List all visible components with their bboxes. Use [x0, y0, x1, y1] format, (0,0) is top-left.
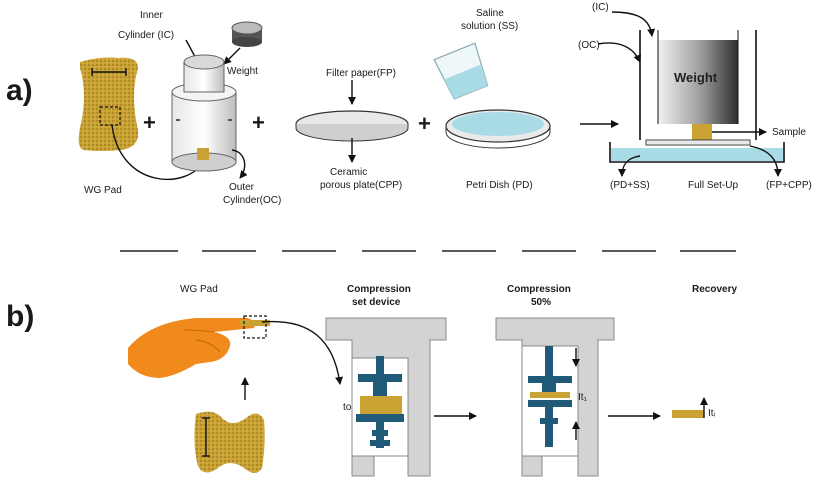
compression-set-label-2: set device	[352, 297, 401, 308]
pd-ss-arrow	[618, 155, 641, 177]
full-setup	[609, 30, 785, 163]
ic-arrow	[611, 11, 656, 37]
compression-set-label-1: Compression	[347, 284, 411, 295]
cylinder-assembly	[171, 54, 237, 172]
saline-label-2: solution (SS)	[461, 21, 518, 32]
wg-pad-label-b: WG Pad	[180, 284, 218, 295]
panel-a-letter: a)	[6, 74, 33, 107]
plus-sign: +	[143, 110, 156, 135]
compression-50-device	[495, 317, 615, 477]
recovered-sample	[672, 410, 704, 418]
weight-label: Weight	[227, 66, 258, 77]
inner-cylinder-label-1: Inner	[140, 10, 163, 21]
t2-label: Itᵢ	[708, 408, 716, 419]
recovery-label: Recovery	[692, 284, 737, 295]
weight-puck-icon	[231, 21, 263, 47]
plus-sign: +	[252, 110, 265, 135]
pad-to-device-arrow	[261, 320, 344, 385]
wg-pad-small-image	[194, 411, 265, 473]
saline-label-1: Saline	[476, 8, 504, 19]
wg-pad-image	[78, 57, 139, 151]
compression-set-device	[325, 317, 447, 477]
oc-arrow	[597, 42, 641, 63]
fp-cpp-label: (FP+CPP)	[766, 180, 812, 191]
ceramic-label-1: Ceramic	[330, 167, 367, 178]
weight-arrow	[223, 47, 241, 65]
ic-label: (IC)	[592, 2, 609, 13]
full-setup-label: Full Set-Up	[688, 180, 738, 191]
fp-cpp-arrow	[749, 145, 782, 177]
petri-dish-label: Petri Dish (PD)	[466, 180, 533, 191]
compression-50-label-2: 50%	[531, 297, 551, 308]
t0-label: to	[343, 402, 352, 413]
panel-b-letter: b)	[6, 300, 34, 333]
setup-weight-label: Weight	[674, 70, 718, 85]
ceramic-label-2: porous plate(CPP)	[320, 180, 402, 191]
ceramic-plate	[295, 110, 409, 142]
compression-50-label-1: Compression	[507, 284, 571, 295]
outer-cylinder-label-2: Cylinder(OC)	[223, 195, 281, 206]
oc-label: (OC)	[578, 40, 600, 51]
outer-cylinder-arrow	[231, 149, 248, 179]
t1-label: It₁	[578, 392, 588, 403]
saline-beaker-icon	[433, 42, 489, 100]
sample-label: Sample	[772, 127, 806, 138]
wg-pad-label: WG Pad	[84, 185, 122, 196]
petri-dish	[445, 109, 551, 149]
pd-ss-label: (PD+SS)	[610, 180, 650, 191]
filter-paper-label: Filter paper(FP)	[326, 68, 396, 79]
plus-sign: +	[418, 111, 431, 136]
inner-cylinder-label-2: Cylinder (IC)	[118, 30, 174, 41]
gloved-hand-image	[128, 315, 270, 378]
outer-cylinder-label-1: Outer	[229, 182, 255, 193]
